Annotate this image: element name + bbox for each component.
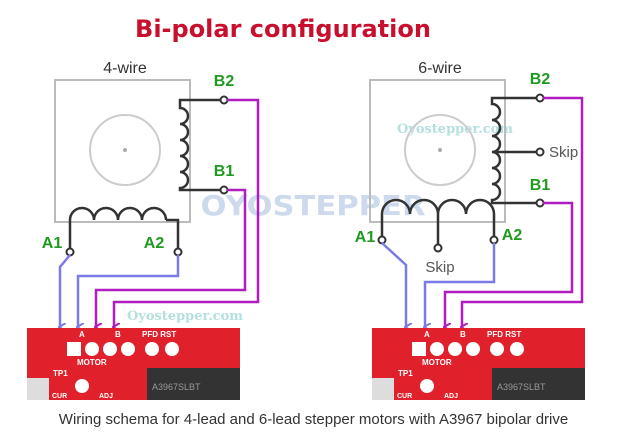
board-label-a: A bbox=[424, 330, 430, 339]
label-b1-right: B1 bbox=[530, 177, 551, 194]
board-label-chip: A3967SLBT bbox=[152, 382, 201, 392]
wire-b2-right bbox=[462, 96, 584, 327]
label-b2-left: B2 bbox=[214, 73, 235, 90]
board-label-tp1: TP1 bbox=[398, 369, 413, 378]
driver-board-left: A B MOTOR PFD RST TP1 CUR ADJ A3967SLBT bbox=[27, 328, 240, 400]
label-6-wire: 6-wire bbox=[418, 60, 462, 77]
label-a1-left: A1 bbox=[42, 235, 63, 252]
label-4-wire: 4-wire bbox=[103, 60, 147, 77]
board-label-chip: A3967SLBT bbox=[497, 382, 546, 392]
board-label-cur: CUR bbox=[397, 393, 412, 400]
label-a2-right: A2 bbox=[502, 227, 523, 244]
watermark-site-left: Oyostepper.com bbox=[127, 309, 243, 324]
board-label-cur: CUR bbox=[52, 393, 67, 400]
wire-b2-left bbox=[114, 98, 260, 327]
label-skip-top: Skip bbox=[549, 144, 578, 161]
caption: Wiring schema for 4-lead and 6-lead step… bbox=[58, 411, 569, 428]
board-label-b: B bbox=[460, 330, 466, 339]
wire-a2-left bbox=[78, 255, 180, 327]
board-label-a: A bbox=[79, 330, 85, 339]
board-label-motor: MOTOR bbox=[422, 358, 452, 367]
wire-a1-right bbox=[381, 242, 406, 327]
label-a1-right: A1 bbox=[355, 229, 376, 246]
motor-4-wire: 4-wire B2 B1 A1 A2 bbox=[42, 60, 260, 327]
wire-a2-right bbox=[425, 243, 496, 327]
board-label-pfd-rst: PFD RST bbox=[487, 330, 521, 339]
board-label-tp1: TP1 bbox=[53, 369, 68, 378]
wire-b1-left bbox=[96, 188, 247, 327]
board-label-pfd-rst: PFD RST bbox=[142, 330, 176, 339]
board-label-adj: ADJ bbox=[99, 393, 113, 400]
label-skip-bottom: Skip bbox=[425, 259, 454, 276]
wire-a1-left bbox=[60, 254, 71, 327]
label-b2-right: B2 bbox=[530, 71, 551, 88]
driver-board-right: A B MOTOR PFD RST TP1 CUR ADJ A3967SLBT bbox=[372, 328, 585, 400]
watermark-site-right: Oyostepper.com bbox=[397, 122, 513, 137]
title: Bi-polar configuration bbox=[135, 15, 431, 43]
wire-b1-right bbox=[445, 201, 574, 327]
watermark-logo: OYOSTEPPER bbox=[201, 189, 426, 222]
motor-6-wire: 6-wire B2 Skip B1 A1 A2 Skip bbox=[355, 60, 584, 327]
board-label-adj: ADJ bbox=[444, 393, 458, 400]
board-label-motor: MOTOR bbox=[77, 358, 107, 367]
label-b1-left: B1 bbox=[214, 163, 235, 180]
board-label-b: B bbox=[115, 330, 121, 339]
label-a2-left: A2 bbox=[144, 235, 165, 252]
